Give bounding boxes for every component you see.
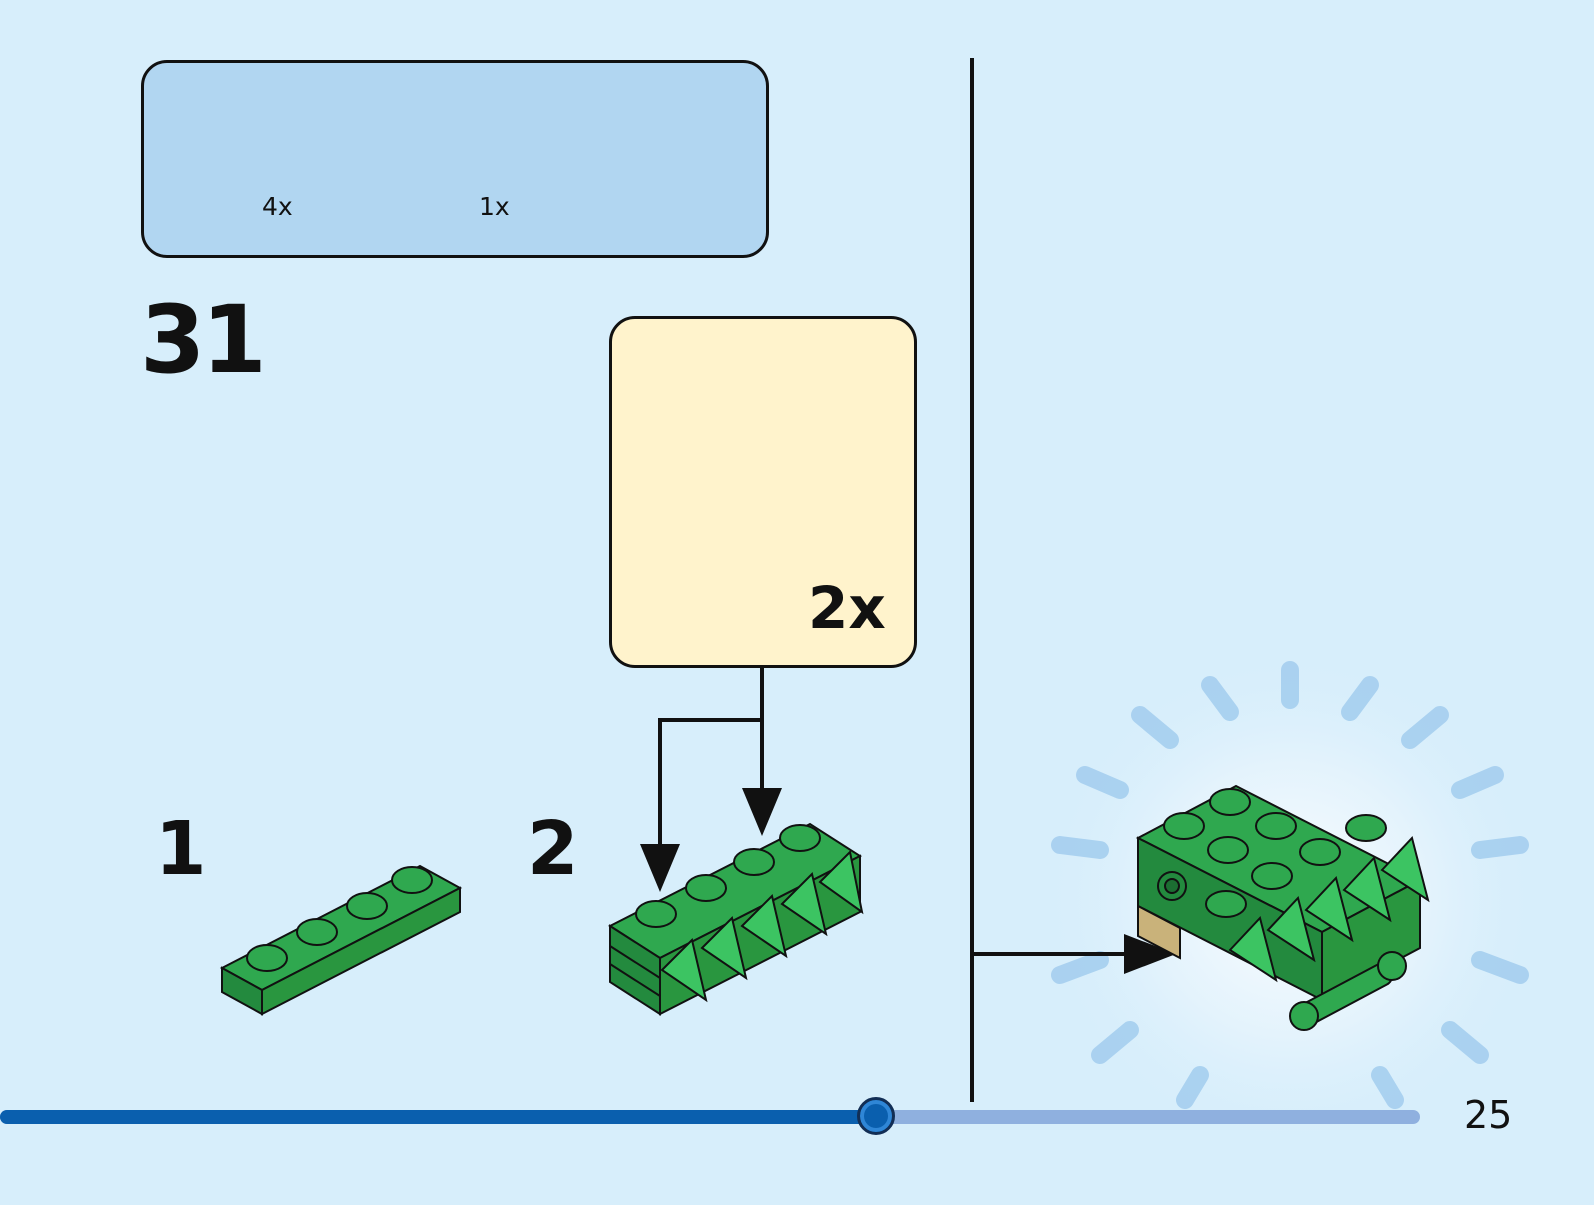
part-qty-1x4-plate: 1x [479, 192, 510, 221]
step-number: 31 [140, 286, 263, 395]
page-number: 25 [1464, 1093, 1512, 1137]
column-divider [970, 58, 974, 1102]
substep-1-label: 1 [155, 806, 207, 892]
substep-2-label: 2 [527, 806, 579, 892]
connector-arrows [660, 664, 762, 848]
parts-list-box [141, 60, 769, 258]
progress-bar [0, 1110, 1420, 1124]
substep-1-plate [222, 866, 460, 1014]
progress-marker [857, 1097, 895, 1135]
part-qty-toothed-plate: 4x [262, 192, 293, 221]
callout-quantity: 2x [808, 574, 886, 642]
progress-bar-fill [0, 1110, 876, 1124]
